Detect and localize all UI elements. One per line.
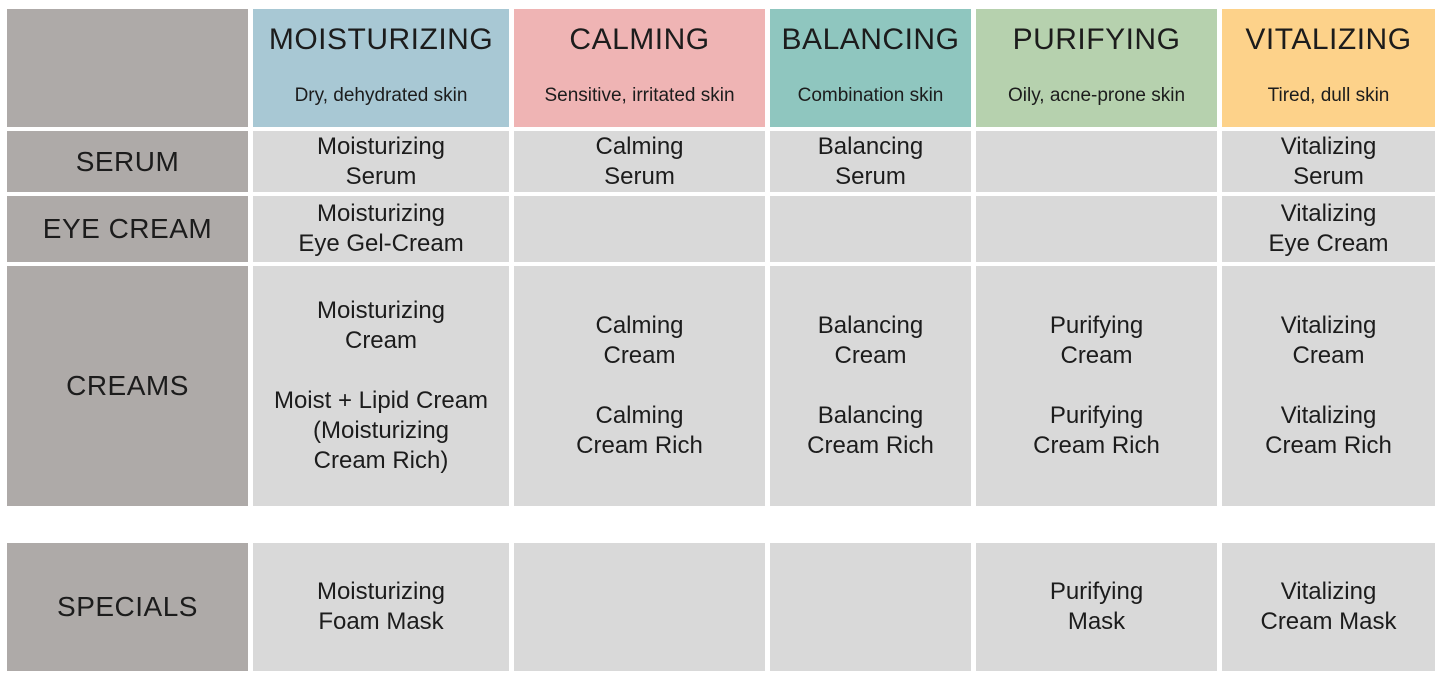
product-name-line: Mask xyxy=(1067,608,1126,635)
product-name-line: Vitalizing xyxy=(1280,402,1377,429)
product-name-line: Serum xyxy=(835,162,906,190)
column-header-vitalizing: VITALIZING Tired, dull skin xyxy=(1222,9,1435,127)
column-title: VITALIZING xyxy=(1245,23,1412,56)
product-name-line: Cream Rich xyxy=(1033,432,1160,459)
product-name-line: Moist + Lipid Cream xyxy=(273,387,489,414)
product-name-line: Moisturizing xyxy=(316,297,446,324)
cell-eye-cream-calming xyxy=(514,196,765,262)
column-subtitle: Oily, acne-prone skin xyxy=(1007,85,1186,106)
column-subtitle: Dry, dehydrated skin xyxy=(294,85,468,106)
product-name-line: (Moisturizing xyxy=(312,417,450,444)
cell-eye-cream-balancing xyxy=(770,196,971,262)
product-name-line: Serum xyxy=(604,162,675,190)
product-name-line: Balancing xyxy=(817,312,924,339)
product-name-line: Cream Mask xyxy=(1260,608,1397,635)
product-name-line: Serum xyxy=(1293,162,1364,190)
product-name-line: Serum xyxy=(345,162,417,190)
row-header-serum: SERUM xyxy=(7,131,248,192)
row-header-specials: SPECIALS xyxy=(7,543,248,671)
product-name-line: Calming xyxy=(595,402,684,429)
product-name-line: Cream xyxy=(1292,342,1365,369)
product-name-line: Moisturizing xyxy=(316,200,446,227)
column-header-purifying: PURIFYING Oily, acne-prone skin xyxy=(976,9,1217,127)
product-name-line: Calming xyxy=(595,312,684,339)
product-name-line: Vitalizing xyxy=(1280,200,1377,227)
column-subtitle: Tired, dull skin xyxy=(1267,85,1390,106)
product-name-line: Cream xyxy=(1060,342,1133,369)
column-subtitle: Sensitive, irritated skin xyxy=(544,85,735,106)
product-name-line: Purifying xyxy=(1049,402,1144,429)
product-name-line: Cream Rich xyxy=(807,432,934,459)
product-name-line: Vitalizing xyxy=(1280,312,1377,339)
product-name-line: Moisturizing xyxy=(316,578,446,605)
product-name-line: Vitalizing xyxy=(1280,132,1377,160)
cell-specials-balancing xyxy=(770,543,971,671)
product-name-line: Vitalizing xyxy=(1280,578,1377,605)
product-name-line: Cream Rich) xyxy=(313,447,449,474)
product-name-line: Balancing xyxy=(817,402,924,429)
row-header-creams: CREAMS xyxy=(7,266,248,506)
column-title: BALANCING xyxy=(781,23,960,56)
corner-cell xyxy=(7,9,248,127)
product-name-line: Purifying xyxy=(1049,312,1144,339)
column-subtitle: Combination skin xyxy=(797,85,944,106)
product-name-line: Moisturizing xyxy=(316,132,446,160)
column-title: MOISTURIZING xyxy=(268,23,494,56)
product-name-line: Purifying xyxy=(1049,578,1144,605)
column-title: CALMING xyxy=(569,23,710,56)
row-header-eye-cream: EYE CREAM xyxy=(7,196,248,262)
cell-eye-cream-purifying xyxy=(976,196,1217,262)
column-header-calming: CALMING Sensitive, irritated skin xyxy=(514,9,765,127)
column-header-moisturizing: MOISTURIZING Dry, dehydrated skin xyxy=(253,9,509,127)
product-name-line: Calming xyxy=(595,132,684,160)
product-name-line: Eye Cream xyxy=(1268,230,1389,257)
product-name-line: Cream xyxy=(834,342,907,369)
cell-serum-purifying xyxy=(976,131,1217,192)
product-name-line: Cream xyxy=(344,327,417,354)
cell-specials-calming xyxy=(514,543,765,671)
product-name-line: Foam Mask xyxy=(318,608,444,635)
product-name-line: Balancing xyxy=(817,132,924,160)
product-name-line: Cream Rich xyxy=(576,432,703,459)
product-name-line: Cream xyxy=(603,342,676,369)
product-name-line: Eye Gel-Cream xyxy=(298,230,464,257)
product-name-line: Cream Rich xyxy=(1265,432,1392,459)
column-title: PURIFYING xyxy=(1012,23,1181,56)
column-header-balancing: BALANCING Combination skin xyxy=(770,9,971,127)
